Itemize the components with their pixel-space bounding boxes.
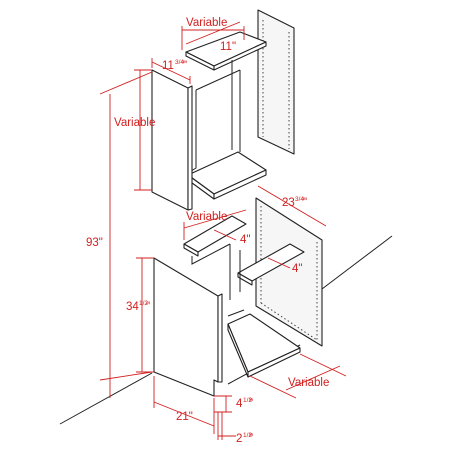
dim-rail-top	[213, 229, 237, 241]
svg-text:23: 23	[282, 197, 295, 209]
svg-text:1/2: 1/2	[139, 300, 148, 307]
upper-top-panel	[185, 31, 267, 71]
svg-text:": "	[183, 60, 187, 72]
svg-text:": "	[249, 398, 253, 410]
svg-text:": "	[303, 197, 307, 209]
lower-side-panel	[153, 257, 223, 397]
dim-total-height	[99, 71, 153, 398]
upper-side-panel	[151, 69, 193, 211]
label-upper-width: Variable	[186, 17, 227, 29]
dim-rail-mid	[267, 257, 291, 269]
dim-base-depth	[153, 376, 215, 434]
dim-toe-depth	[217, 412, 236, 440]
svg-text:11: 11	[162, 60, 174, 72]
lower-top-rail	[183, 215, 247, 257]
label-rail-top: 4"	[240, 234, 250, 246]
label-rail-mid: 4"	[292, 263, 302, 275]
upper-shelf	[187, 151, 267, 200]
svg-text:": "	[249, 433, 253, 445]
dim-upper-depth	[185, 21, 241, 45]
svg-text:4: 4	[236, 398, 243, 410]
dim-toe-height	[214, 395, 232, 413]
label-upper-height: Variable	[114, 117, 155, 129]
label-upper-side-depth: 11 3/4 "	[162, 59, 187, 72]
label-toe-depth: 2 1/2 "	[236, 432, 253, 445]
svg-text:1/2: 1/2	[243, 397, 252, 404]
lower-bottom-panel	[227, 309, 301, 378]
svg-text:3/4: 3/4	[295, 196, 304, 203]
lower-mid-rail	[237, 243, 305, 286]
floor-line-back	[317, 235, 393, 293]
dim-lower-width	[183, 209, 247, 240]
label-total-height: 93"	[86, 237, 103, 249]
label-bottom-depth: Variable	[288, 377, 329, 389]
dim-upper-height	[134, 69, 152, 191]
dim-base-height	[136, 257, 154, 373]
upper-back-panel	[257, 9, 295, 155]
svg-text:2: 2	[236, 433, 242, 445]
label-base-height: 34 1/2 "	[126, 300, 150, 313]
dim-back-width	[257, 185, 327, 227]
dim-upper-side-depth	[151, 58, 191, 84]
label-toe-height: 4 1/2 "	[236, 397, 253, 410]
label-base-depth: 21"	[176, 411, 193, 423]
dim-upper-width	[181, 26, 245, 50]
floor-line-left	[59, 372, 153, 425]
lower-carcass	[191, 243, 241, 300]
label-upper-depth: 11"	[220, 41, 236, 53]
label-back-width: 23 3/4 "	[282, 196, 307, 209]
dim-bottom-depth	[249, 353, 347, 399]
svg-text:3/4: 3/4	[175, 59, 184, 66]
svg-text:34: 34	[126, 301, 139, 313]
label-lower-width: Variable	[186, 211, 227, 223]
svg-text:1/2: 1/2	[243, 432, 252, 439]
svg-text:": "	[146, 301, 150, 313]
